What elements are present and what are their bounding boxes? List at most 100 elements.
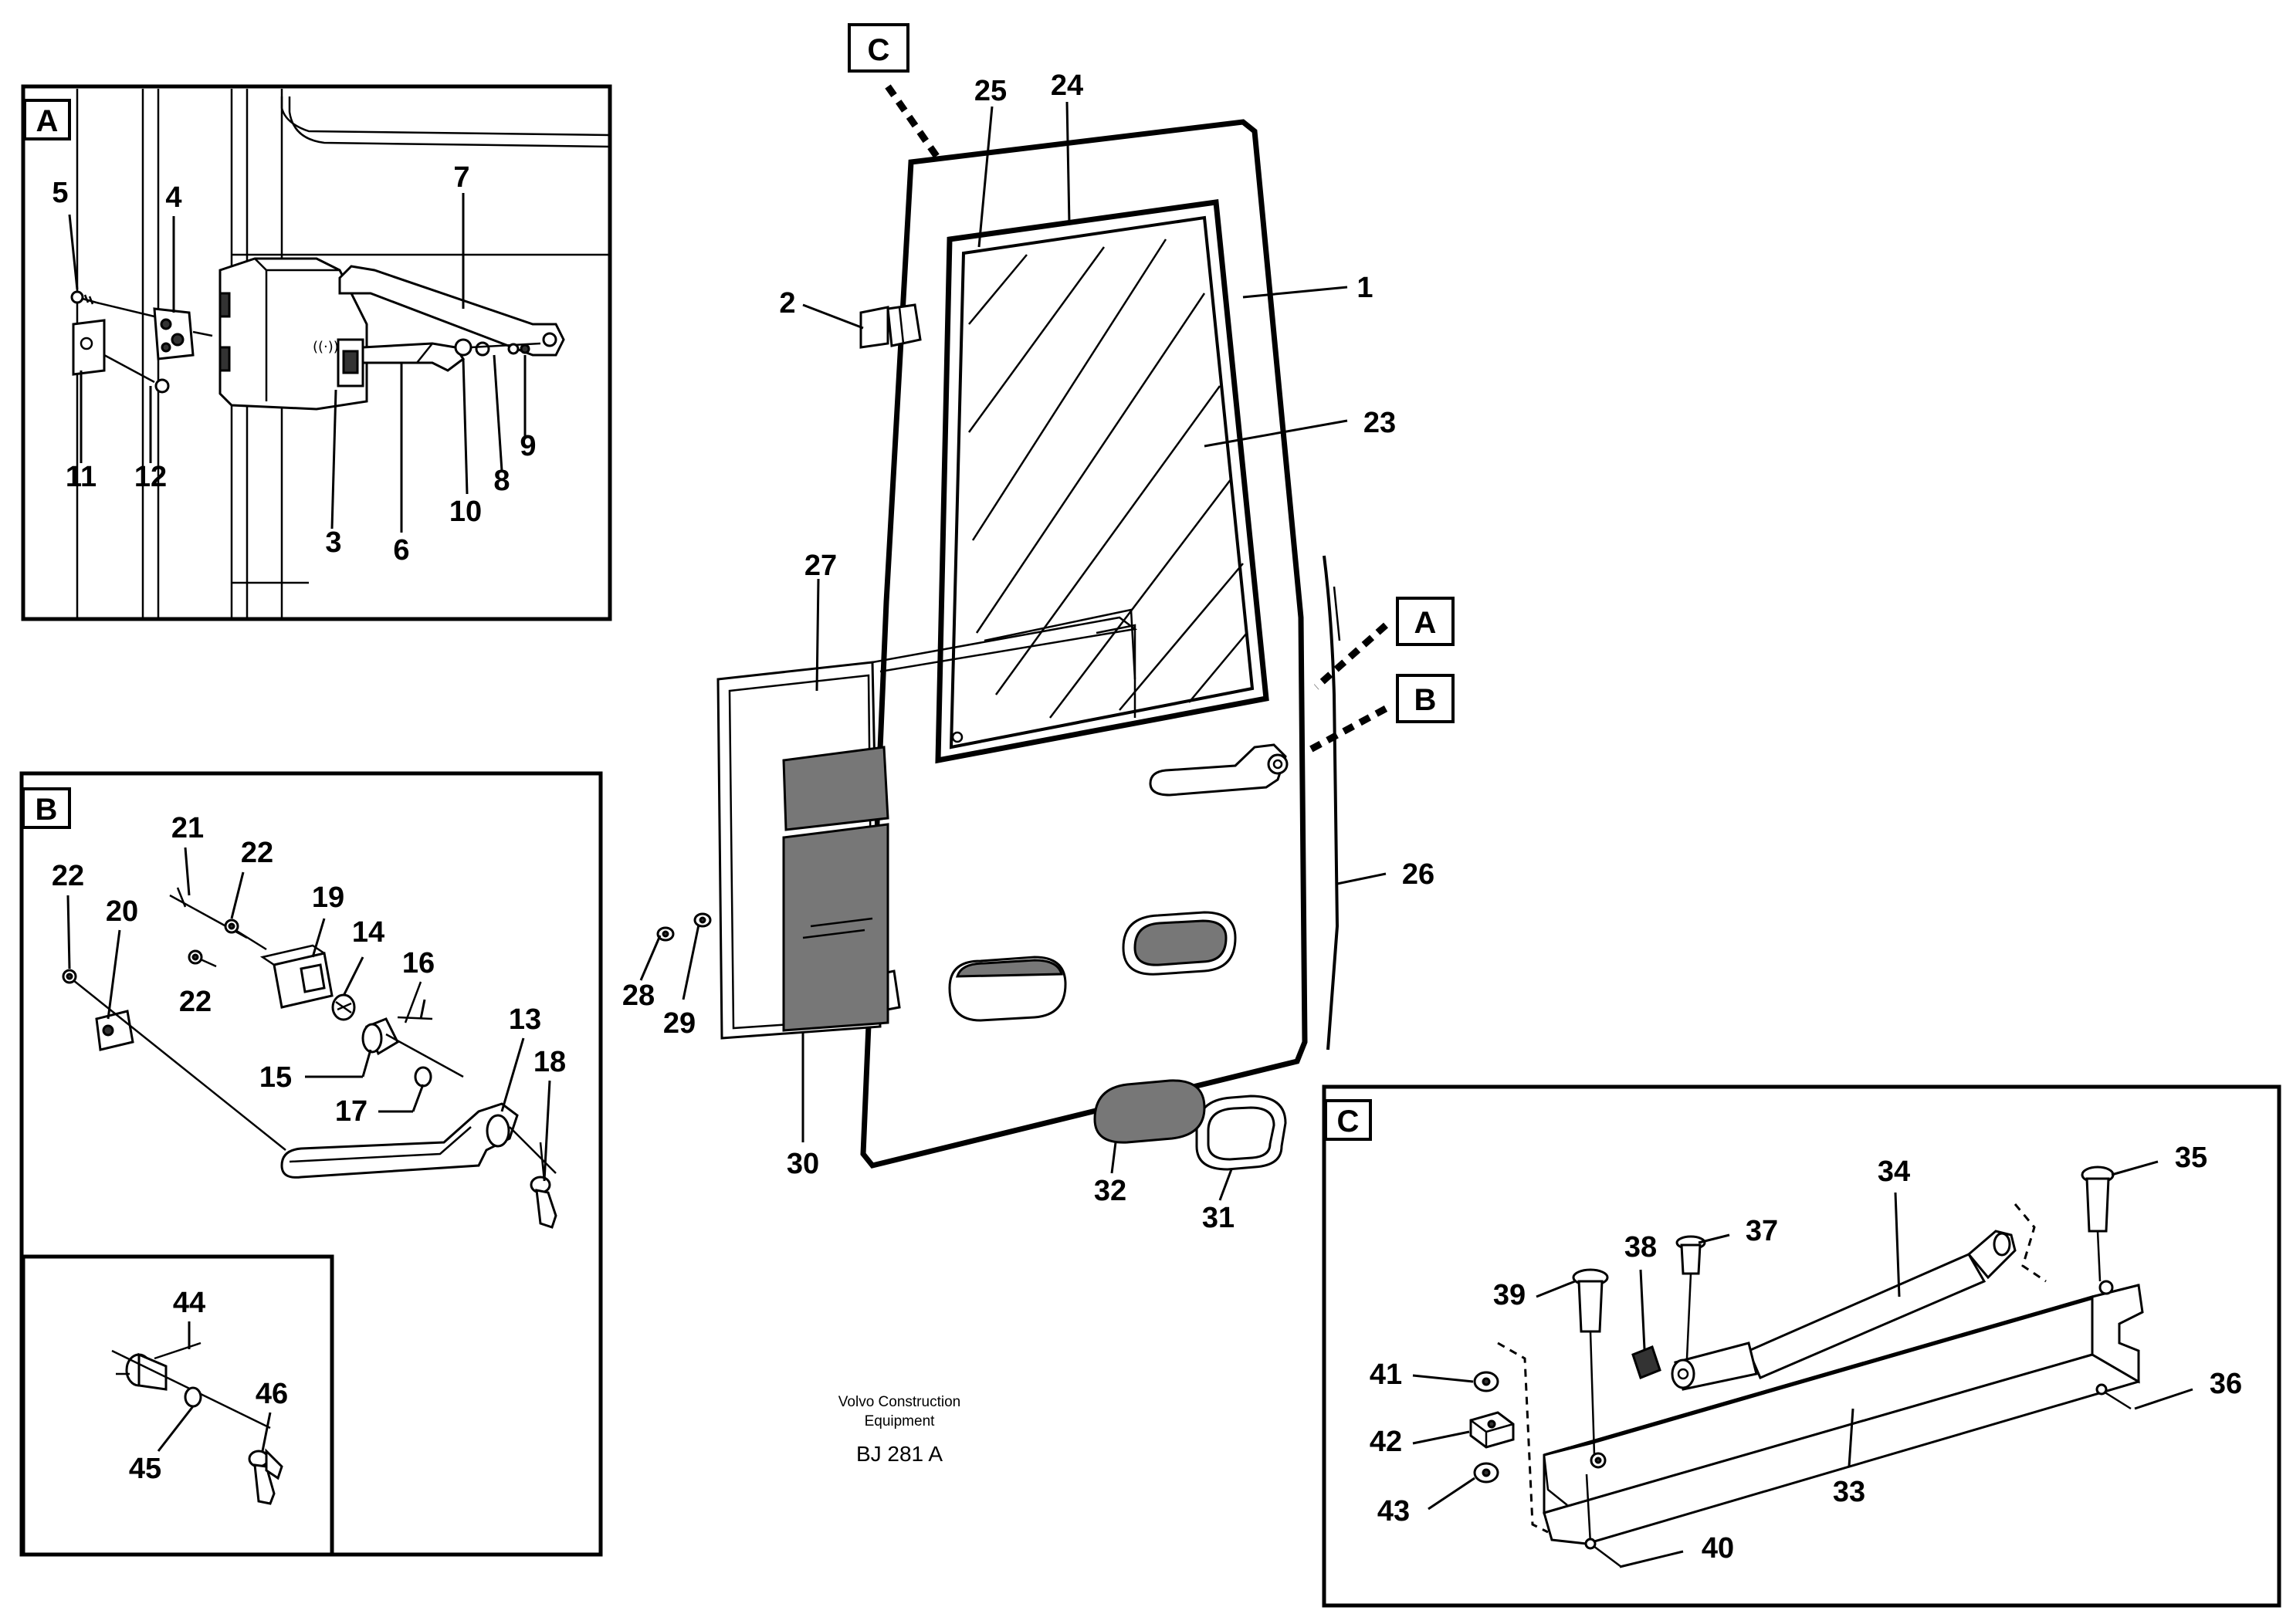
washer-43 <box>1473 1462 1499 1484</box>
keys <box>530 1142 557 1229</box>
callout-19: 19 <box>312 881 344 914</box>
main-leaders <box>639 101 1387 1201</box>
callout-10: 10 <box>449 496 482 528</box>
callout-1: 1 <box>1356 272 1373 304</box>
ref-a-tag: A <box>1414 606 1437 640</box>
callout-25: 25 <box>974 75 1007 107</box>
callout-28: 28 <box>622 979 655 1012</box>
callout-26: 26 <box>1402 858 1434 891</box>
callout-36: 36 <box>2210 1368 2242 1400</box>
hidden-edge-left <box>1497 1341 1549 1534</box>
detail-c-tag: C <box>1337 1105 1360 1138</box>
washer-41 <box>1473 1371 1499 1392</box>
vent-frame <box>1195 1095 1287 1171</box>
link-fasteners <box>454 338 541 357</box>
callout-5: 5 <box>52 177 68 209</box>
callout-42: 42 <box>1370 1426 1402 1458</box>
pin-35 <box>2081 1166 2115 1282</box>
screw-22-left <box>62 969 77 984</box>
door-handle <box>280 1102 519 1179</box>
callout-32: 32 <box>1094 1175 1126 1207</box>
callout-3: 3 <box>325 526 341 559</box>
drawing-code: BJ 281 A <box>856 1442 943 1466</box>
door-seal <box>1323 555 1341 1051</box>
detail-b-panel: B <box>19 771 603 1557</box>
spring <box>331 993 356 1021</box>
cotter-36 <box>2095 1383 2132 1410</box>
callout-29: 29 <box>663 1007 696 1040</box>
block-42 <box>1469 1411 1515 1449</box>
inset-ring <box>184 1386 202 1408</box>
callout-9: 9 <box>520 430 536 462</box>
callout-37: 37 <box>1746 1215 1778 1247</box>
window-frame <box>935 199 1269 764</box>
callout-7: 7 <box>453 161 469 194</box>
detail-c-panel: C <box>1322 1084 2281 1608</box>
detail-c-frame <box>1322 1084 2281 1608</box>
maker-line-1: Volvo Construction <box>838 1394 960 1410</box>
callout-40: 40 <box>1702 1532 1734 1565</box>
callout-numbers: 5 4 7 11 12 3 6 10 8 9 22 20 21 22 19 14… <box>52 69 2242 1565</box>
ref-a-tag-box <box>1396 597 1455 646</box>
callout-16: 16 <box>402 947 435 979</box>
main-c-tag: C <box>868 33 890 67</box>
detail-b-leaders <box>66 847 551 1452</box>
detail-b-inset-frame <box>21 1254 334 1557</box>
callout-20: 20 <box>106 895 138 928</box>
lock-body: ((·)) <box>218 257 368 411</box>
callout-12: 12 <box>134 461 167 493</box>
detail-a-tag-box <box>23 99 71 140</box>
lock-cylinder <box>361 1017 399 1056</box>
striker-plate <box>153 307 195 360</box>
detail-b-tag: B <box>36 793 58 827</box>
callout-23: 23 <box>1363 407 1396 439</box>
callout-13: 13 <box>509 1003 541 1036</box>
callout-33: 33 <box>1833 1476 1865 1508</box>
exterior-handle <box>1149 743 1289 797</box>
end-bracket <box>95 1010 134 1051</box>
callout-24: 24 <box>1051 69 1083 102</box>
channel-bracket <box>1543 1280 2144 1545</box>
hidden-edge-right <box>2014 1203 2047 1283</box>
callout-46: 46 <box>256 1378 288 1410</box>
callout-18: 18 <box>533 1046 566 1078</box>
main-c-tag-box <box>848 23 909 73</box>
callout-43: 43 <box>1377 1495 1410 1528</box>
door-vent-left <box>948 956 1067 1022</box>
ref-b-dash <box>1302 705 1388 756</box>
pin-37 <box>1675 1235 1706 1359</box>
callout-2: 2 <box>779 287 795 320</box>
screw-12 <box>103 354 170 394</box>
detail-a-frame <box>21 84 612 621</box>
callout-6: 6 <box>393 534 409 567</box>
ref-a-dash <box>1314 622 1388 690</box>
callout-8: 8 <box>493 465 510 497</box>
callout-17: 17 <box>335 1095 367 1128</box>
callout-22-a: 22 <box>52 860 84 892</box>
inner-trim-panel <box>716 616 1138 1040</box>
callout-15: 15 <box>259 1061 292 1094</box>
lock-bracket <box>259 944 334 1009</box>
clip-38 <box>1631 1345 1661 1379</box>
detail-c-leaders <box>1412 1160 2193 1568</box>
callout-31: 31 <box>1202 1202 1235 1234</box>
c-reference-dash <box>885 84 941 161</box>
callout-30: 30 <box>787 1148 819 1180</box>
door-vent-right <box>1122 911 1237 976</box>
window-seal <box>949 215 1255 749</box>
detail-a-leaders <box>68 193 527 533</box>
ref-b-tag-box <box>1396 674 1455 723</box>
pull-rod <box>361 342 466 372</box>
callout-38: 38 <box>1624 1231 1657 1264</box>
callout-21: 21 <box>171 812 204 844</box>
callout-44: 44 <box>173 1287 205 1319</box>
main-door-assembly: C <box>639 23 1455 1201</box>
callout-27: 27 <box>804 550 837 582</box>
callout-22-c: 22 <box>179 986 212 1018</box>
callout-11: 11 <box>66 461 97 493</box>
callout-45: 45 <box>129 1453 161 1485</box>
callout-22-b: 22 <box>241 837 273 869</box>
callout-35: 35 <box>2175 1142 2207 1174</box>
inset-keys <box>248 1448 283 1505</box>
